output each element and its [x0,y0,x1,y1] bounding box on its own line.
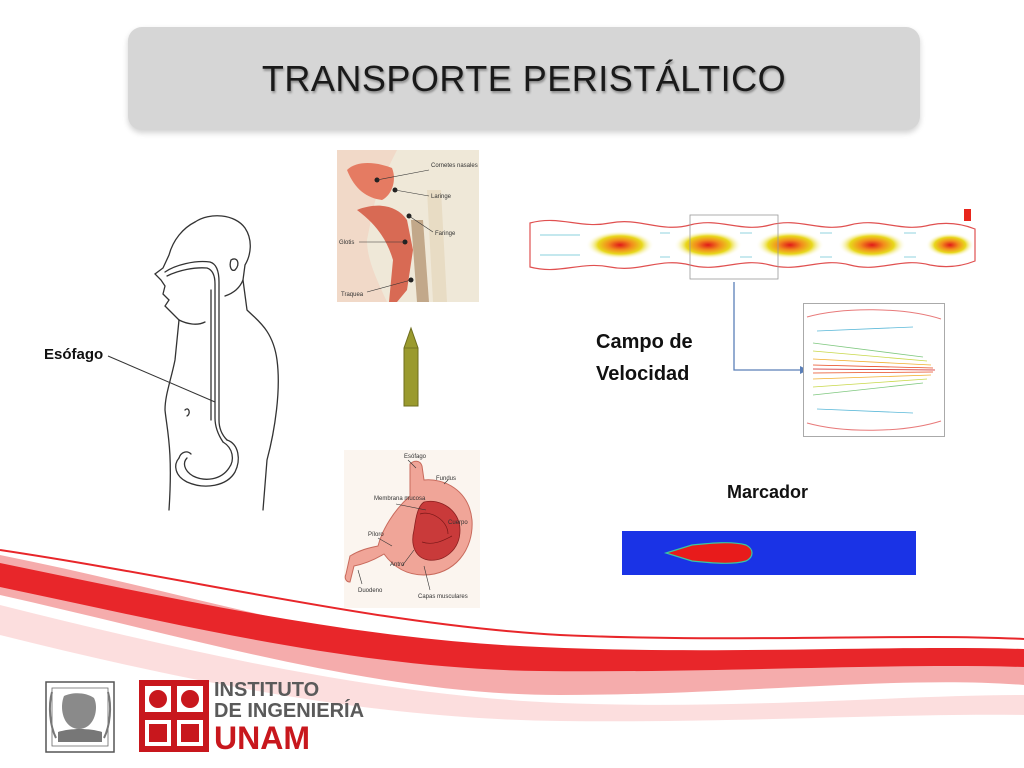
unam-seal-logo [45,681,115,753]
stomach-anatomy-diagram: Esófago Fundus Membrana mucosa Cuerpo Pí… [344,450,480,608]
stomach-label-6: Duodeno [358,588,383,594]
head-label-3: Glotis [339,240,354,246]
head-label-2: Faringe [435,231,456,237]
head-label-4: Traquea [341,292,364,298]
campo-velocidad-label-line1: Campo de [596,331,693,353]
stomach-label-7: Capas musculares [418,594,468,600]
esofago-leader-line [107,355,216,403]
slide-title: TRANSPORTE PERISTÁLTICO [261,57,787,99]
stomach-label-3: Cuerpo [448,520,468,526]
institute-name-line1: INSTITUTO [214,679,320,701]
zoom-connector-arrow [733,282,808,374]
campo-velocidad-label-line2: Velocidad [596,363,690,385]
esofago-label: Esófago [44,346,104,363]
head-label-0: Cornetes nasales [431,163,478,169]
velocity-field-zoom [803,303,945,437]
stomach-label-5: Antro [390,562,405,568]
institute-name-line2: DE INGENIERÍA [214,700,365,722]
decorative-waves [0,549,1024,722]
stomach-label-4: Píloro [368,532,384,538]
stomach-label-0: Esófago [404,454,427,460]
velocity-field-tube [529,209,976,280]
stomach-label-2: Membrana mucosa [374,496,426,502]
title-bar: TRANSPORTE PERISTÁLTICO [128,27,920,130]
institute-name-line3: UNAM [214,720,310,756]
head-anatomy-diagram: Cornetes nasales Laringe Faringe Glotis … [337,150,479,302]
marker-field [622,531,916,575]
head-label-1: Laringe [431,194,452,200]
bolus-capsule [403,326,419,407]
stomach-label-1: Fundus [436,476,456,482]
instituto-ingenieria-logo [139,680,209,752]
body-sketch [154,215,279,511]
marcador-label: Marcador [727,482,809,502]
